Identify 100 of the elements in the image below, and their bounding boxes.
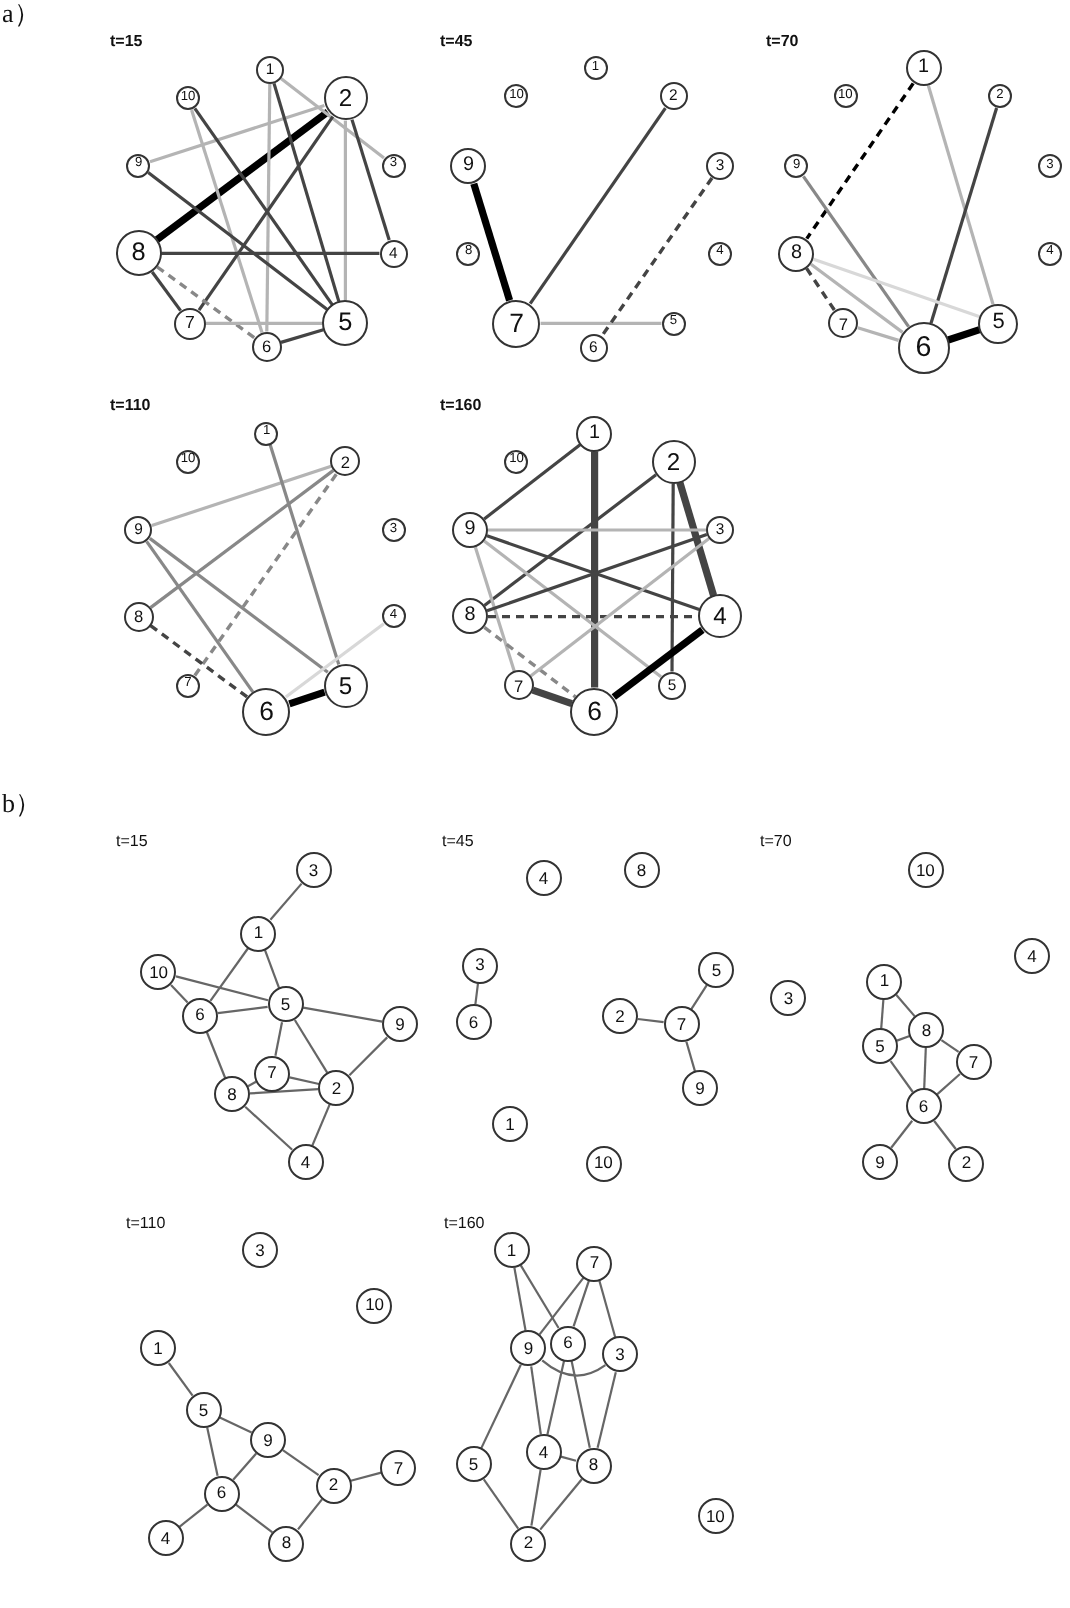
connector-line bbox=[889, 1060, 914, 1093]
connector-line bbox=[147, 171, 329, 311]
node-circle: 9 bbox=[862, 1144, 898, 1180]
node-circle: 5 bbox=[698, 952, 735, 988]
connector-line bbox=[232, 1452, 258, 1481]
connector-line bbox=[560, 1455, 577, 1462]
connector-line bbox=[530, 1366, 542, 1435]
connector-line bbox=[161, 251, 380, 255]
node-circle: 8 bbox=[115, 230, 162, 277]
node-circle: 9 bbox=[452, 512, 488, 548]
connector-line bbox=[474, 983, 480, 1005]
node-circle: 5 bbox=[323, 663, 368, 708]
node-circle: 9 bbox=[682, 1070, 718, 1107]
node-circle: 2 bbox=[323, 76, 368, 121]
connector-line bbox=[148, 537, 329, 674]
node-circle: 7 bbox=[380, 1450, 417, 1486]
node-circle: 3 bbox=[602, 1336, 638, 1373]
node-circle: 1 bbox=[492, 1106, 528, 1143]
connector-line bbox=[293, 1019, 329, 1074]
connector-line bbox=[149, 103, 325, 164]
connector-line bbox=[940, 1039, 960, 1053]
connector-line bbox=[348, 1036, 388, 1076]
connector-line bbox=[206, 321, 323, 325]
node-circle: 1 bbox=[866, 963, 903, 1000]
connector-line bbox=[303, 1006, 383, 1023]
connector-line bbox=[890, 1120, 914, 1149]
connector-line bbox=[685, 1041, 697, 1072]
node-circle: 2 bbox=[948, 1145, 985, 1182]
connector-line bbox=[531, 686, 573, 707]
connector-line bbox=[540, 321, 662, 325]
connector-line bbox=[929, 107, 999, 324]
connector-line bbox=[933, 1120, 957, 1150]
node-circle: 8 bbox=[908, 1012, 945, 1048]
node-circle: 6 bbox=[242, 687, 291, 736]
node-circle: 7 bbox=[503, 670, 534, 701]
connector-line bbox=[529, 537, 710, 678]
node-circle: 8 bbox=[452, 598, 488, 635]
connector-line bbox=[350, 1471, 382, 1482]
node-circle: 10 bbox=[140, 954, 177, 990]
node-circle: 2 bbox=[602, 998, 638, 1035]
connector-line bbox=[219, 1416, 253, 1434]
connector-line bbox=[570, 1360, 591, 1449]
node-circle: 10 bbox=[356, 1287, 393, 1324]
node-circle: 5 bbox=[185, 1392, 222, 1428]
connector-line bbox=[572, 1280, 591, 1327]
connector-line bbox=[857, 326, 900, 342]
node-circle: 2 bbox=[318, 1070, 355, 1106]
node-circle: 9 bbox=[382, 1006, 418, 1043]
connector-line bbox=[268, 444, 341, 665]
node-circle: 5 bbox=[862, 1028, 898, 1065]
node-circle: 6 bbox=[455, 1004, 492, 1040]
node-circle: 7 bbox=[828, 308, 859, 339]
connector-line bbox=[209, 947, 250, 1002]
connector-line bbox=[923, 1047, 927, 1089]
connector-line bbox=[297, 1498, 323, 1531]
connector-line bbox=[280, 77, 385, 160]
connector-line bbox=[175, 975, 269, 1002]
node-circle: 6 bbox=[905, 1088, 942, 1125]
connector-line bbox=[280, 328, 324, 344]
connector-line bbox=[205, 1031, 227, 1079]
connector-line bbox=[149, 469, 335, 609]
connector-line bbox=[690, 984, 708, 1010]
node-circle: 2 bbox=[330, 446, 361, 477]
connector-line bbox=[272, 82, 341, 302]
node-circle: 4 bbox=[525, 860, 562, 896]
node-circle: 2 bbox=[651, 439, 696, 484]
node-circle: 8 bbox=[268, 1525, 305, 1562]
connector-line bbox=[598, 1280, 617, 1338]
connector-line bbox=[265, 83, 272, 332]
connector-line bbox=[541, 1359, 606, 1377]
connector-line bbox=[611, 626, 705, 700]
node-circle: 7 bbox=[492, 299, 541, 348]
node-circle: 1 bbox=[140, 1330, 176, 1367]
panel-label: t=70 bbox=[766, 34, 799, 50]
connector-line bbox=[880, 999, 885, 1029]
node-circle: 8 bbox=[778, 235, 815, 272]
node-circle: 2 bbox=[510, 1525, 547, 1562]
connector-line bbox=[217, 1005, 268, 1015]
connector-line bbox=[530, 1469, 542, 1526]
connector-line bbox=[488, 528, 706, 532]
connector-line bbox=[234, 1503, 274, 1534]
connector-line bbox=[513, 1267, 527, 1331]
connector-line bbox=[263, 949, 281, 989]
connector-line bbox=[282, 1449, 320, 1477]
connector-line bbox=[156, 265, 256, 340]
connector-line bbox=[488, 614, 698, 619]
node-circle: 2 bbox=[315, 1467, 352, 1504]
node-circle: 6 bbox=[897, 322, 950, 374]
node-circle: 7 bbox=[955, 1044, 992, 1080]
node-circle: 6 bbox=[570, 687, 619, 736]
node-circle: 7 bbox=[576, 1245, 613, 1282]
node-circle: 5 bbox=[267, 986, 304, 1023]
panel-label: t=110 bbox=[110, 398, 151, 414]
connector-line bbox=[591, 451, 599, 688]
node-circle: 5 bbox=[322, 300, 369, 347]
node-circle: 3 bbox=[462, 947, 498, 984]
connector-line bbox=[150, 271, 182, 312]
section-label: a） bbox=[2, 0, 40, 26]
node-circle: 8 bbox=[575, 1447, 612, 1484]
connector-line bbox=[528, 107, 667, 305]
